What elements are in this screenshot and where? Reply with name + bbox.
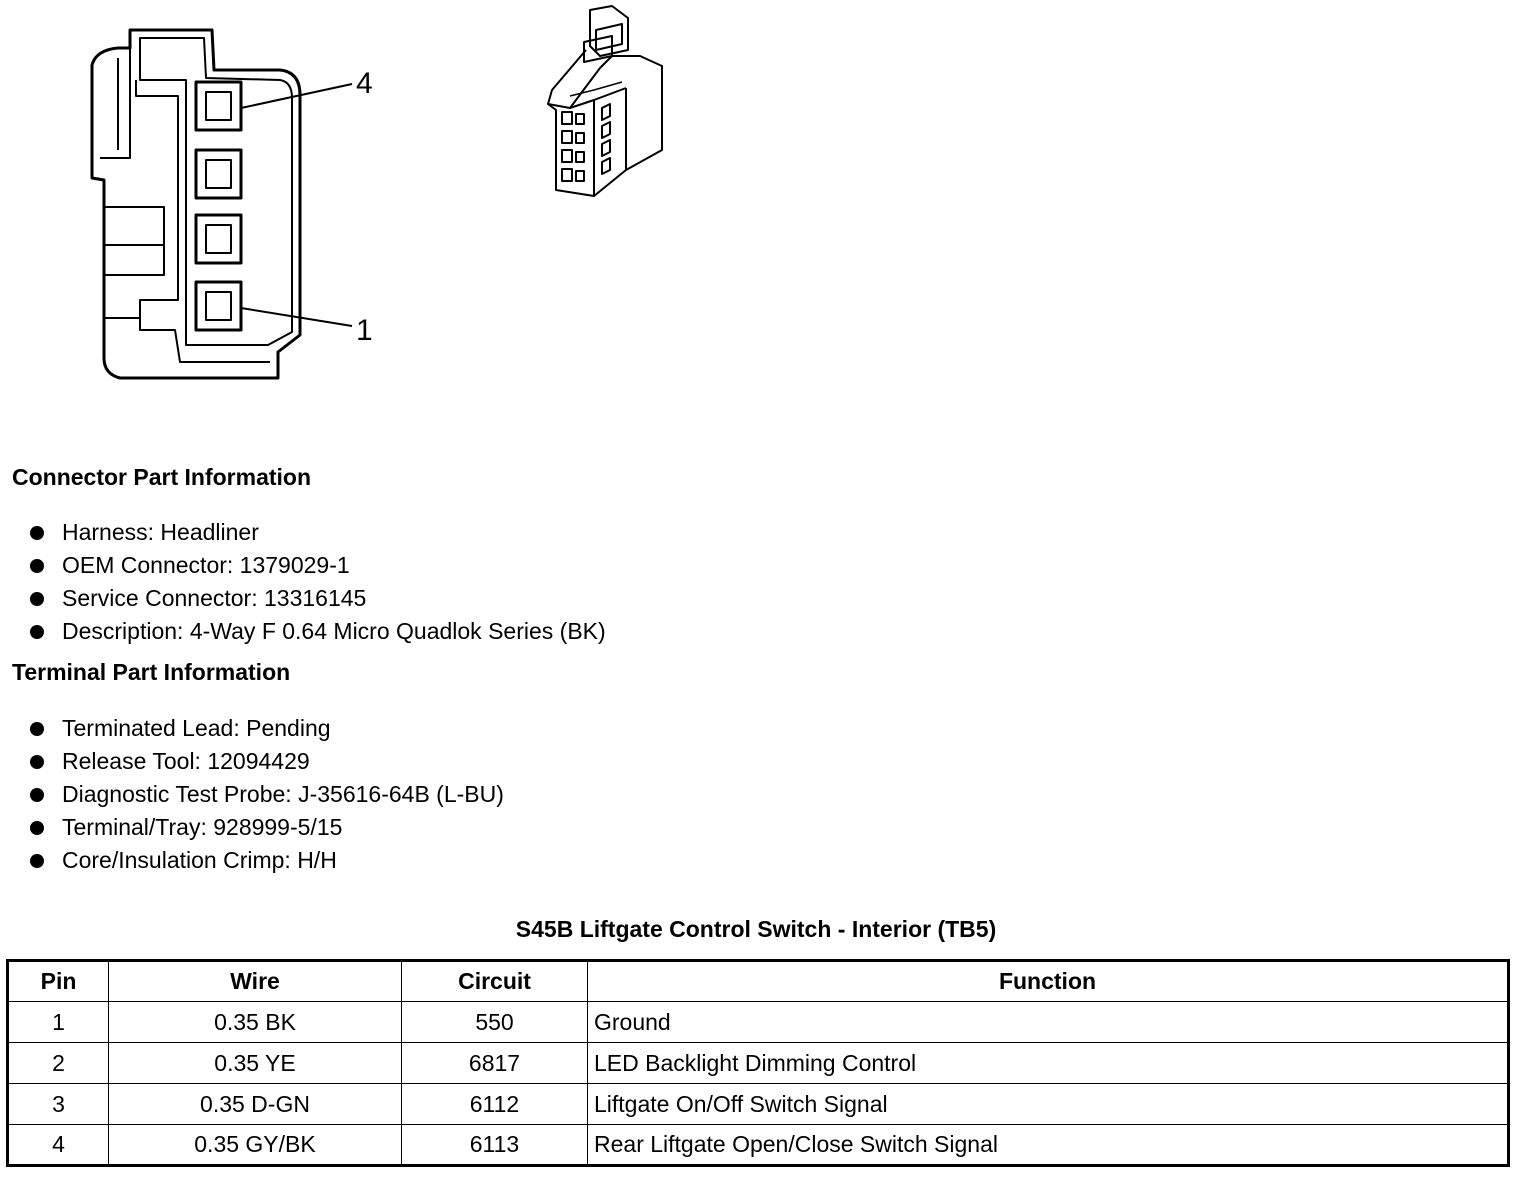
bullet-icon <box>30 592 44 606</box>
cavity-3 <box>194 148 243 200</box>
cell-circuit: 6113 <box>401 1124 588 1166</box>
cell-wire: 0.35 BK <box>108 1001 402 1043</box>
header-circuit: Circuit <box>401 960 588 1002</box>
cell-function: Ground <box>587 1001 1509 1043</box>
table-row: 4 0.35 GY/BK 6113 Rear Liftgate Open/Clo… <box>7 1124 1509 1166</box>
connector-diagram: 4 1 <box>90 5 663 380</box>
bullet-icon <box>30 559 44 573</box>
bullet-icon <box>30 854 44 868</box>
table-row: 3 0.35 D-GN 6112 Liftgate On/Off Switch … <box>7 1083 1509 1125</box>
list-item: Terminated Lead: Pending <box>0 712 504 745</box>
pin-1-leader <box>240 307 353 327</box>
bullet-icon <box>30 526 44 540</box>
header-wire: Wire <box>108 960 402 1002</box>
terminal-part-info-title: Terminal Part Information <box>12 659 291 685</box>
bullet-icon <box>30 821 44 835</box>
list-item: Service Connector: 13316145 <box>0 582 606 615</box>
bullet-icon <box>30 625 44 639</box>
cell-function: Liftgate On/Off Switch Signal <box>587 1083 1509 1125</box>
pin-label-1: 1 <box>356 314 373 347</box>
table-row: 2 0.35 YE 6817 LED Backlight Dimming Con… <box>7 1042 1509 1084</box>
cell-function: Rear Liftgate Open/Close Switch Signal <box>587 1124 1509 1166</box>
list-item: Diagnostic Test Probe: J-35616-64B (L-BU… <box>0 778 504 811</box>
cell-circuit: 550 <box>401 1001 588 1043</box>
cell-wire: 0.35 YE <box>108 1042 402 1084</box>
header-function: Function <box>587 960 1509 1002</box>
list-item: OEM Connector: 1379029-1 <box>0 549 606 582</box>
connector-part-info-title: Connector Part Information <box>12 464 312 490</box>
cavity-2 <box>194 213 243 265</box>
cell-wire: 0.35 GY/BK <box>108 1124 402 1166</box>
list-item: Description: 4-Way F 0.64 Micro Quadlok … <box>0 615 606 648</box>
bullet-icon <box>30 722 44 736</box>
cell-circuit: 6817 <box>401 1042 588 1084</box>
terminal-part-info-list: Terminated Lead: Pending Release Tool: 1… <box>0 712 504 877</box>
bullet-icon <box>30 755 44 769</box>
list-item: Harness: Headliner <box>0 516 606 549</box>
cell-circuit: 6112 <box>401 1083 588 1125</box>
table-header-row: Pin Wire Circuit Function <box>7 960 1509 1002</box>
cell-wire: 0.35 D-GN <box>108 1083 402 1125</box>
cell-pin: 4 <box>7 1124 109 1166</box>
cavity-4 <box>194 80 243 132</box>
connector-isometric-view <box>547 5 663 197</box>
connector-face-view <box>90 28 353 380</box>
bullet-icon <box>30 788 44 802</box>
pin-label-4: 4 <box>356 67 373 100</box>
cell-function: LED Backlight Dimming Control <box>587 1042 1509 1084</box>
cell-pin: 2 <box>7 1042 109 1084</box>
pin-4-leader <box>240 83 353 109</box>
pinout-table: Pin Wire Circuit Function 1 0.35 BK 550 … <box>6 959 1510 1167</box>
table-row: 1 0.35 BK 550 Ground <box>7 1001 1509 1043</box>
list-item: Terminal/Tray: 928999-5/15 <box>0 811 504 844</box>
table-title: S45B Liftgate Control Switch - Interior … <box>515 916 997 942</box>
header-pin: Pin <box>7 960 109 1002</box>
connector-part-info-list: Harness: Headliner OEM Connector: 137902… <box>0 516 606 648</box>
list-item: Release Tool: 12094429 <box>0 745 504 778</box>
cell-pin: 1 <box>7 1001 109 1043</box>
cell-pin: 3 <box>7 1083 109 1125</box>
cavity-1 <box>194 280 243 332</box>
list-item: Core/Insulation Crimp: H/H <box>0 844 504 877</box>
